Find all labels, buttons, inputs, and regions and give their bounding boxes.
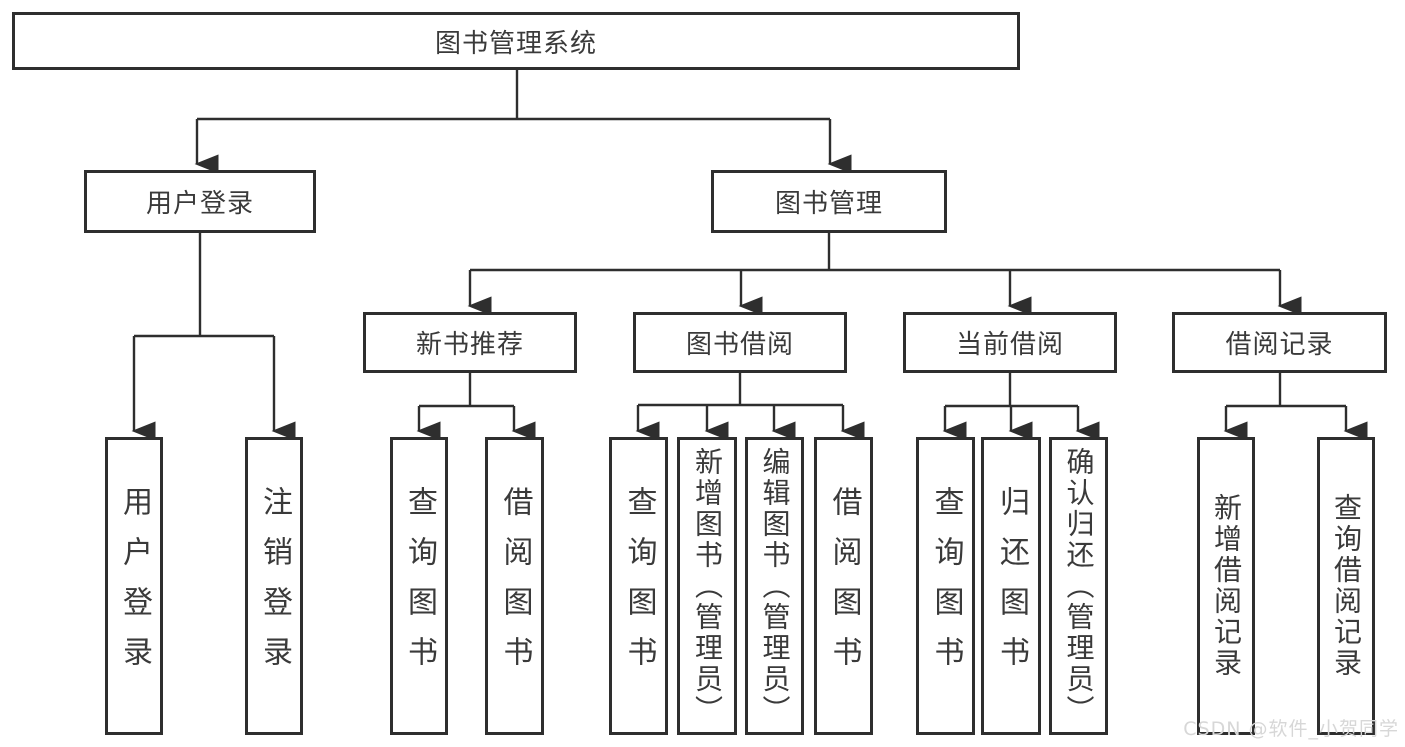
node-label: 借阅图书 bbox=[497, 486, 533, 686]
leaf-current-return-book: 归还图书 bbox=[981, 437, 1041, 735]
node-label: 图书借阅 bbox=[685, 330, 794, 360]
leaf-recommend-borrow-book: 借阅图书 bbox=[485, 437, 544, 735]
node-label: 借阅记录 bbox=[1225, 330, 1334, 360]
node-label: 注销登录 bbox=[257, 486, 292, 686]
leaf-records-query-record: 查询借阅记录 bbox=[1317, 437, 1375, 735]
node-library-management-system: 图书管理系统 bbox=[12, 12, 1020, 70]
node-label: 图书管理系统 bbox=[434, 28, 597, 59]
node-label: 新书推荐 bbox=[415, 330, 524, 360]
leaf-borrowing-add-book-admin: 新增图书（管理员） bbox=[677, 437, 737, 735]
leaf-borrowing-query-book: 查询图书 bbox=[609, 437, 668, 735]
node-label: 查询图书 bbox=[402, 486, 437, 686]
node-label: 用户登录 bbox=[145, 189, 254, 219]
node-new-book-recommend: 新书推荐 bbox=[363, 312, 577, 373]
node-user-login: 用户登录 bbox=[84, 170, 316, 233]
node-current-borrowing: 当前借阅 bbox=[903, 312, 1117, 373]
node-label: 借阅图书 bbox=[826, 486, 862, 686]
node-label: 新增图书（管理员） bbox=[691, 446, 724, 726]
node-label: 图书管理 bbox=[774, 189, 883, 219]
node-label: 查询图书 bbox=[621, 486, 657, 686]
node-label: 编辑图书（管理员） bbox=[758, 446, 792, 726]
node-book-management: 图书管理 bbox=[711, 170, 947, 233]
node-label: 新增借阅记录 bbox=[1210, 493, 1243, 679]
node-label: 查询借阅记录 bbox=[1330, 493, 1363, 679]
leaf-records-add-record: 新增借阅记录 bbox=[1197, 437, 1255, 735]
leaf-user-login: 用户登录 bbox=[105, 437, 163, 735]
leaf-current-confirm-return-admin: 确认归还（管理员） bbox=[1049, 437, 1108, 735]
node-label: 用户登录 bbox=[117, 486, 152, 686]
node-label: 归还图书 bbox=[994, 486, 1029, 686]
node-borrowing-records: 借阅记录 bbox=[1172, 312, 1387, 373]
node-label: 当前借阅 bbox=[955, 330, 1064, 360]
leaf-borrowing-edit-book-admin: 编辑图书（管理员） bbox=[745, 437, 804, 735]
csdn-watermark: CSDN @软件_小贺同学 bbox=[1183, 718, 1399, 740]
leaf-current-query-book: 查询图书 bbox=[916, 437, 975, 735]
node-book-borrowing: 图书借阅 bbox=[633, 312, 847, 373]
leaf-borrowing-borrow-book: 借阅图书 bbox=[814, 437, 873, 735]
leaf-recommend-query-book: 查询图书 bbox=[390, 437, 448, 735]
node-label: 确认归还（管理员） bbox=[1062, 446, 1096, 726]
node-label: 查询图书 bbox=[928, 486, 964, 686]
leaf-logout-login: 注销登录 bbox=[245, 437, 303, 735]
